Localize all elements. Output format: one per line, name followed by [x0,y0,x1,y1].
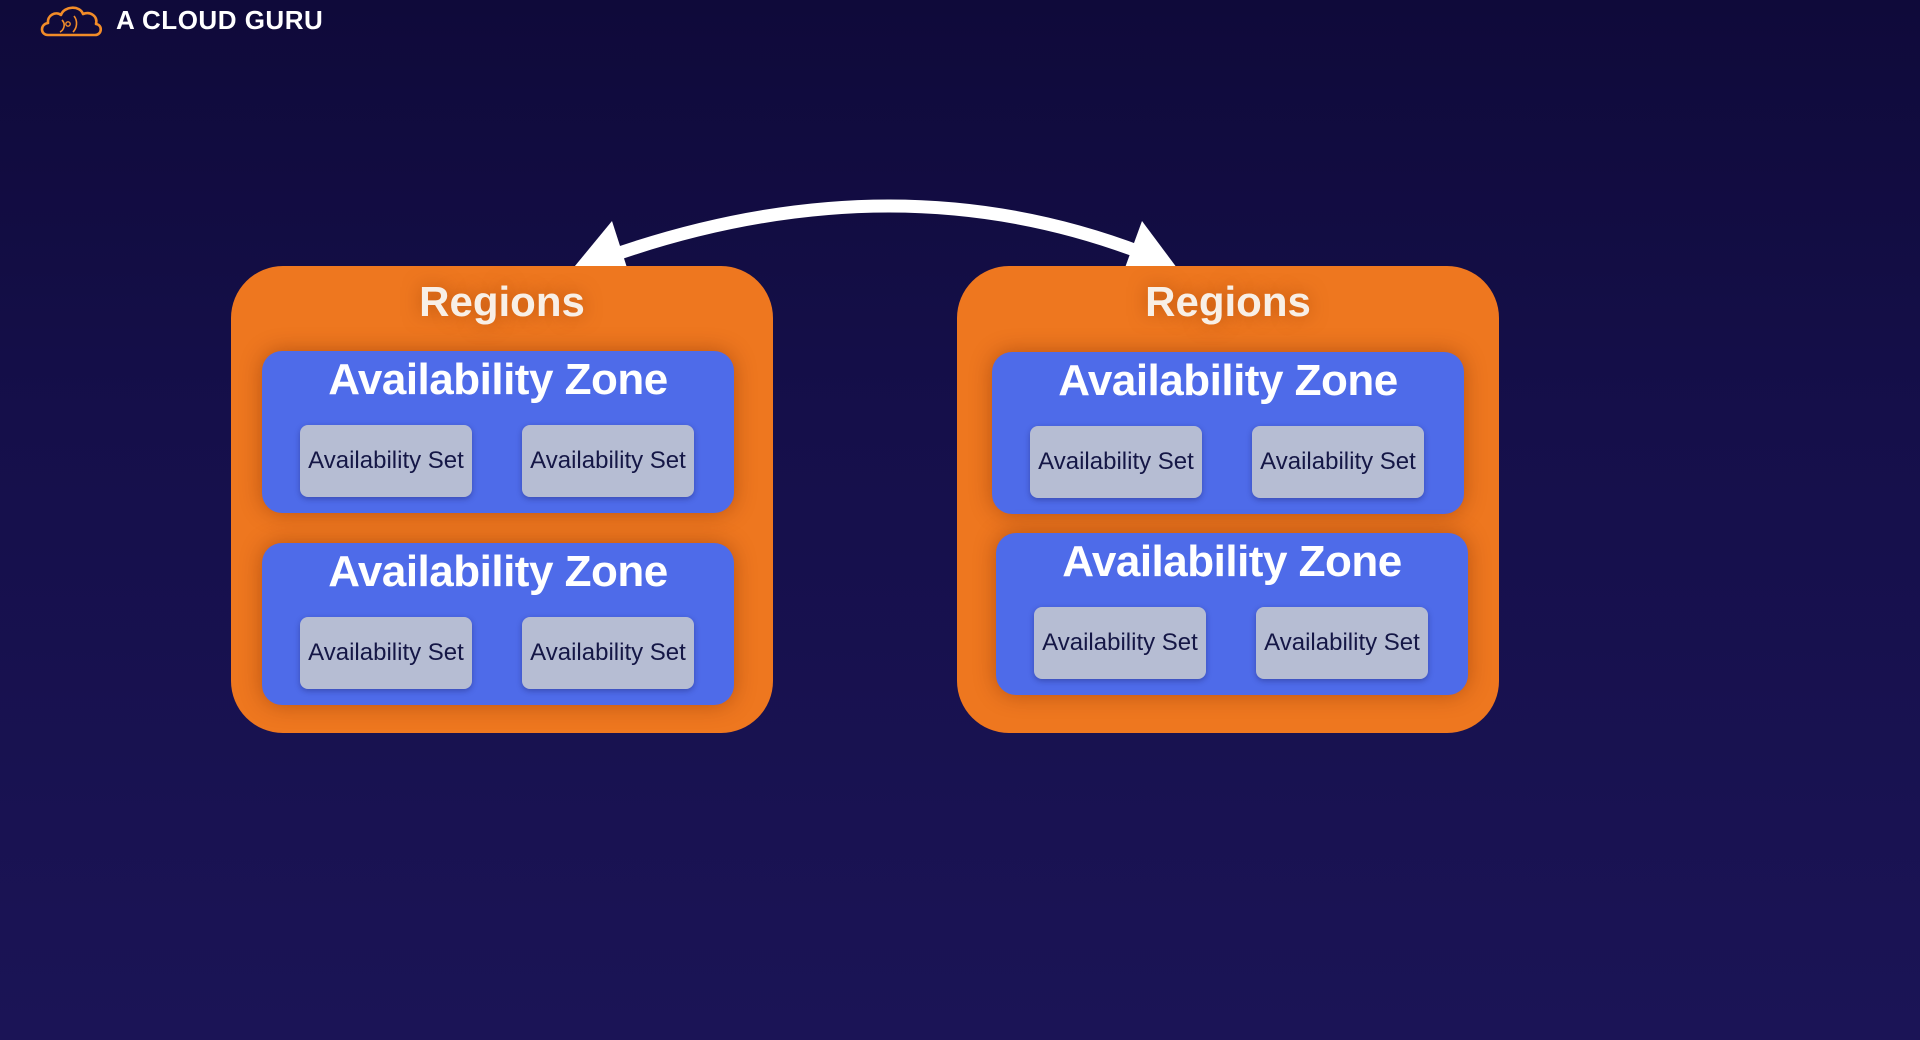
availability-zone-title: Availability Zone [328,355,668,404]
cloud-logo-icon [40,6,103,37]
availability-zone-box: Availability Zone Availability Set Avail… [996,533,1468,695]
region-box-2: Regions Availability Zone Availability S… [957,266,1499,733]
region-title: Regions [1145,278,1311,325]
availability-set-box: Availability Set [1034,607,1206,679]
region-title: Regions [419,278,585,325]
arrow-curve [598,199,1157,265]
availability-set-box: Availability Set [300,425,472,497]
availability-set-box: Availability Set [522,617,694,689]
availability-set-box: Availability Set [1252,426,1424,498]
availability-set-box: Availability Set [300,617,472,689]
availability-set-box: Availability Set [1256,607,1428,679]
availability-set-box: Availability Set [1030,426,1202,498]
brand-header: A CLOUD GURU [38,0,323,40]
availability-set-box: Availability Set [522,425,694,497]
availability-zone-title: Availability Zone [1058,356,1398,405]
availability-zone-box: Availability Zone Availability Set Avail… [262,351,734,513]
availability-zone-box: Availability Zone Availability Set Avail… [262,543,734,705]
availability-zone-title: Availability Zone [1062,537,1402,586]
brand-name: A CLOUD GURU [116,4,324,35]
availability-zone-title: Availability Zone [328,547,668,596]
region-box-1: Regions Availability Zone Availability S… [231,266,773,733]
availability-zone-box: Availability Zone Availability Set Avail… [992,352,1464,514]
